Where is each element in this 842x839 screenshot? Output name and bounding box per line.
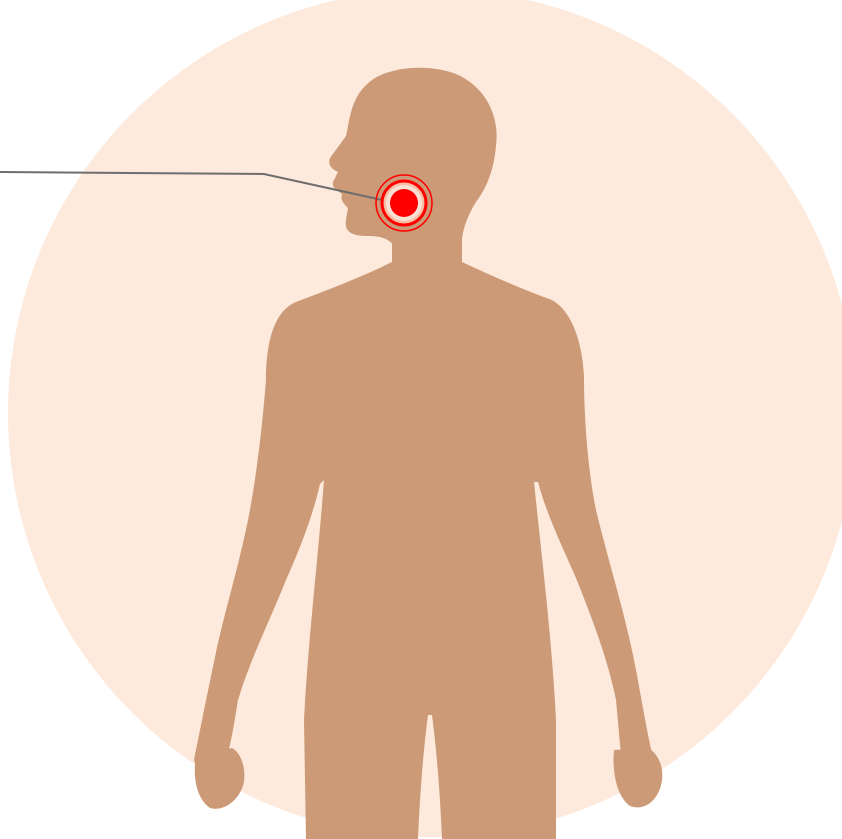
left-hand — [195, 748, 245, 809]
pain-target-icon — [376, 175, 432, 231]
marker-core — [390, 189, 418, 217]
right-hand — [614, 748, 663, 807]
